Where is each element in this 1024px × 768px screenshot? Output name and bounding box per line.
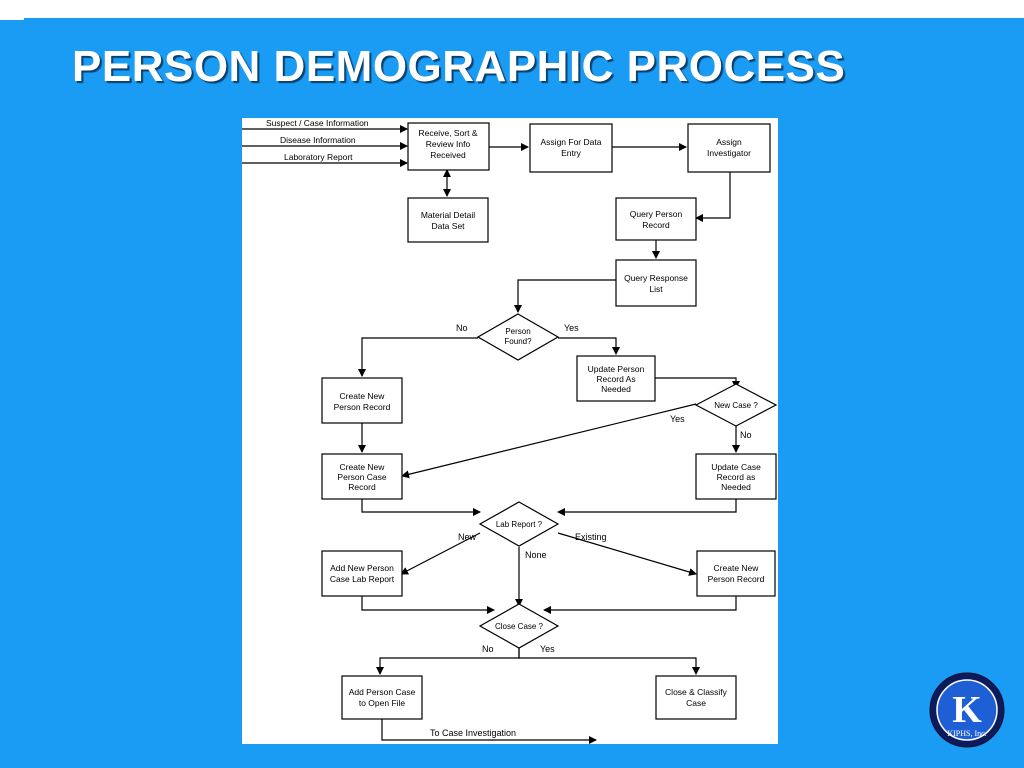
node-create-person-case-line1: Create New (340, 462, 386, 472)
decision-person-found-line2: Found? (504, 337, 532, 346)
node-query-response-line2: List (649, 284, 663, 294)
edge-label-newcase-no: No (740, 430, 752, 440)
svg-text:Close Case ?: Close Case ? (495, 622, 544, 631)
logo-caption: KIPHS, Inc. (947, 729, 986, 738)
node-receive-line2: Review Info (426, 139, 471, 149)
node-update-person-line3: Needed (601, 384, 631, 394)
edge-label-newcase-yes: Yes (670, 414, 685, 424)
top-margin (24, 0, 1024, 18)
node-assign-investigator-line1: Assign (716, 137, 742, 147)
node-update-case-line2: Record as (717, 472, 756, 482)
node-update-person-line1: Update Person (588, 364, 645, 374)
edge-label-lab-none: None (525, 550, 547, 560)
node-create-person-record-2-line2: Person Record (708, 574, 765, 584)
flowchart: Suspect / Case Information Disease Infor… (242, 118, 778, 744)
input-label-disease: Disease Information (280, 135, 356, 145)
decision-lab-report: Lab Report ? (478, 501, 560, 547)
decision-close-case-line1: Close Case ? (495, 622, 544, 631)
left-accent-strip (0, 20, 24, 768)
edge-label-found-yes: Yes (564, 323, 579, 333)
node-query-person-line2: Record (642, 220, 670, 230)
node-create-person-case-line3: Record (348, 482, 376, 492)
edge-label-close-yes: Yes (540, 644, 555, 654)
flow-edges (358, 143, 740, 744)
node-update-person-line2: Record As (596, 374, 635, 384)
edge-label-lab-existing: Existing (575, 532, 607, 542)
node-create-person-record-2-line1: Create New (714, 563, 760, 573)
node-update-case-line1: Update Case (711, 462, 761, 472)
node-assign-investigator-line2: Investigator (707, 148, 751, 158)
edge-label-found-no: No (456, 323, 468, 333)
input-label-laboratory: Laboratory Report (284, 152, 353, 162)
node-add-lab-report-line2: Case Lab Report (330, 574, 395, 584)
edge-label-close-no: No (482, 644, 494, 654)
svg-text:Lab Report ?: Lab Report ? (496, 520, 543, 529)
slide-title: PERSON DEMOGRAPHIC PROCESS (72, 42, 846, 91)
node-material-detail-line2: Data Set (431, 221, 465, 231)
to-case-investigation-label: To Case Investigation (430, 728, 516, 738)
node-material-detail-line1: Material Detail (421, 210, 475, 220)
node-assign-entry-line2: Entry (561, 148, 582, 158)
node-receive-line1: Receive, Sort & (418, 128, 477, 138)
node-add-open-file-line2: to Open File (359, 698, 406, 708)
decision-lab-report-line1: Lab Report ? (496, 520, 543, 529)
decision-new-case-line1: New Case ? (714, 401, 758, 410)
node-create-person-record-line2: Person Record (334, 402, 391, 412)
logo-letter: K (952, 689, 982, 731)
input-label-suspect: Suspect / Case Information (266, 118, 369, 128)
node-query-person-line1: Query Person (630, 209, 683, 219)
node-add-open-file-line1: Add Person Case (349, 687, 416, 697)
node-close-classify-line1: Close & Classify (665, 687, 728, 697)
node-create-person-case-line2: Person Case (337, 472, 386, 482)
node-query-response-line1: Query Response (624, 273, 688, 283)
node-assign-entry-line1: Assign For Data (541, 137, 602, 147)
node-close-classify-line2: Case (686, 698, 706, 708)
node-create-person-record-line1: Create New (340, 391, 386, 401)
node-update-case-line3: Needed (721, 482, 751, 492)
decision-new-case: New Case ? (694, 383, 778, 427)
decision-close-case: Close Case ? (478, 603, 560, 649)
input-arrows (242, 125, 408, 167)
decision-person-found-line1: Person (505, 327, 530, 336)
kiphs-logo: K KIPHS, Inc. (929, 672, 1005, 748)
node-add-lab-report-line1: Add New Person (330, 563, 394, 573)
svg-text:New Case ?: New Case ? (714, 401, 758, 410)
edge-label-lab-new: New (458, 532, 477, 542)
node-receive-line3: Received (430, 150, 466, 160)
